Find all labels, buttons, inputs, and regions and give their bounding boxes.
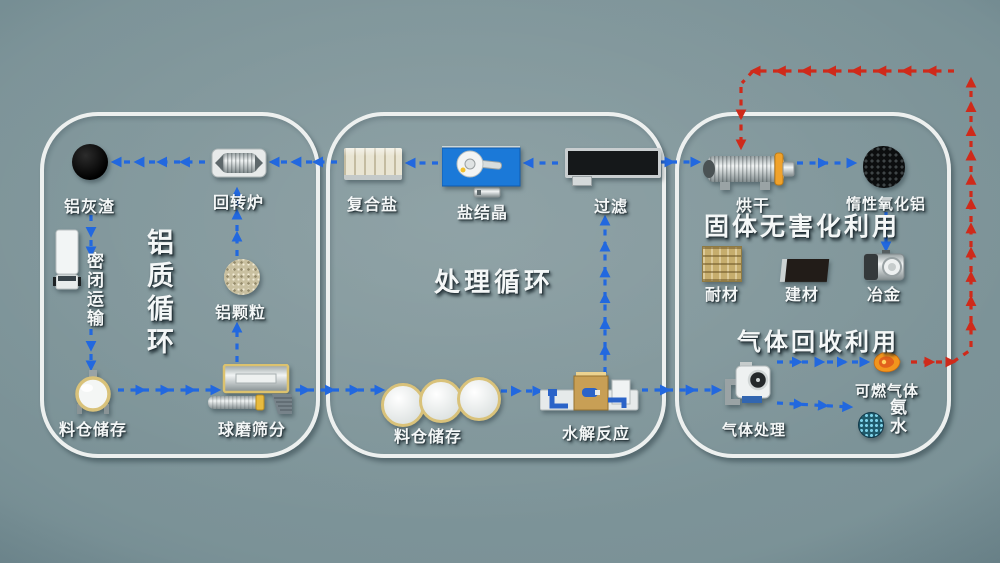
title-treatment-cycle: 处理循环 <box>434 267 555 297</box>
label-aluminum-ash: 铝灰渣 <box>64 199 116 216</box>
title-solid-utilization: 固体无害化利用 <box>704 213 901 241</box>
gas-blower-icon <box>720 362 776 411</box>
label-refractory: 耐材 <box>705 287 740 304</box>
panel-utilization <box>675 112 951 458</box>
ammonia-icon <box>858 412 884 438</box>
refractory-icon <box>702 246 742 282</box>
filter-belt <box>568 151 658 175</box>
label-sealed-transport: 密闭运输 <box>84 252 103 328</box>
title-gas-recovery: 气体回收利用 <box>737 329 899 356</box>
label-rotary-kiln: 回转炉 <box>213 195 265 212</box>
ball-mill-icon <box>208 363 296 421</box>
hydrolysis-reactor-icon <box>539 370 640 423</box>
panel-aluminum-cycle <box>40 112 320 458</box>
label-silo-storage-left: 料仓储存 <box>59 422 128 439</box>
label-ball-mill-screening: 球磨筛分 <box>218 422 287 439</box>
tank <box>381 383 425 427</box>
label-combustible-gas: 可燃气体 <box>855 383 920 400</box>
label-filtration: 过滤 <box>594 199 629 216</box>
composite-salt-icon <box>344 148 402 180</box>
flame-icon <box>872 350 902 381</box>
tank <box>419 379 463 423</box>
label-metallurgy: 冶金 <box>867 287 902 304</box>
rotary-kiln-icon <box>211 146 267 185</box>
silo-storage-left-icon <box>72 370 114 421</box>
label-silo-storage-mid: 料仓储存 <box>394 429 463 446</box>
label-ammonia-water: 氨水 <box>887 398 906 436</box>
salt-crystallizer-icon <box>441 144 522 203</box>
flow-segment-red <box>740 69 755 85</box>
silo-storage-mid-icon <box>381 377 501 427</box>
aluminum-ash-icon <box>72 144 108 180</box>
tank <box>457 377 501 421</box>
label-salt-crystallization: 盐结晶 <box>457 205 509 222</box>
flow-segment-blue <box>776 398 854 413</box>
label-aluminum-granules: 铝颗粒 <box>215 305 267 322</box>
dryer-icon <box>702 148 798 197</box>
label-composite-salt: 复合盐 <box>347 197 399 214</box>
building-materials-icon <box>779 259 830 282</box>
label-gas-treatment: 气体处理 <box>722 422 787 439</box>
metallurgy-icon <box>862 250 906 287</box>
panel-treatment-cycle <box>326 112 666 458</box>
label-drying: 烘干 <box>736 198 771 215</box>
filter-icon <box>565 148 661 186</box>
aluminum-granules-icon <box>224 259 260 295</box>
flow-segment-red <box>952 349 970 364</box>
inert-alumina-icon <box>863 146 905 188</box>
label-inert-alumina: 惰性氧化铝 <box>846 196 927 213</box>
sealed-truck-icon <box>53 229 81 296</box>
title-aluminum-cycle: 铝质循环 <box>143 228 173 360</box>
label-building-materials: 建材 <box>785 287 820 304</box>
label-hydrolysis-reaction: 水解反应 <box>562 426 631 443</box>
filter-outlet <box>572 176 592 186</box>
